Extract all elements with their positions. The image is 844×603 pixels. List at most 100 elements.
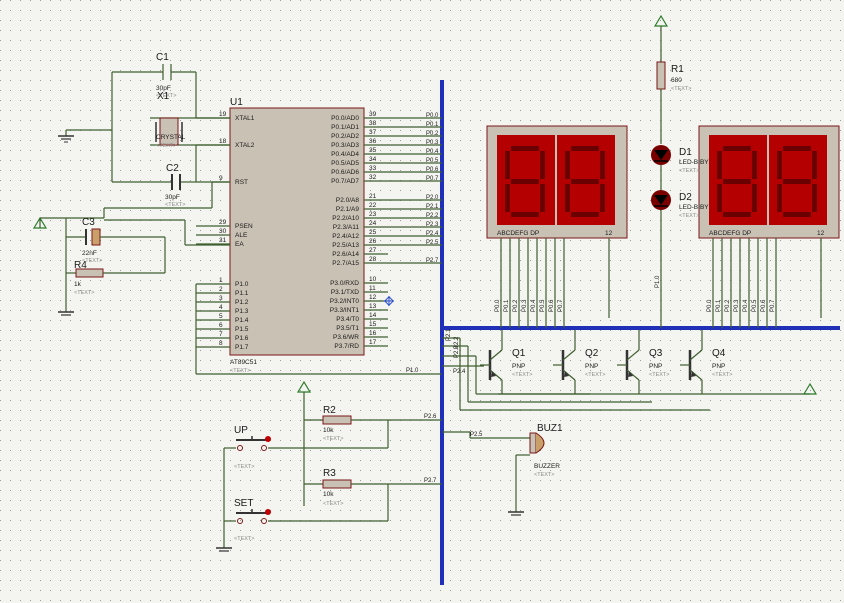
- net-label: P2.3: [426, 222, 439, 228]
- up-ref: UP: [234, 425, 248, 436]
- d2-ref: D2: [679, 192, 692, 203]
- net-label: P0.1: [426, 122, 439, 128]
- mcu-pin-number: 1: [219, 277, 223, 284]
- mcu-pin-label: P3.0/RXD: [330, 280, 359, 287]
- net-label: P2.4: [426, 231, 439, 237]
- c2-val: 30pF: [165, 194, 180, 201]
- net-label: P2.0: [426, 195, 439, 201]
- c2-ref: C2: [166, 163, 179, 174]
- svg-text:P1.0: P1.0: [406, 368, 419, 374]
- mcu-pin-number: 37: [369, 129, 377, 136]
- mcu-part: AT89C51: [230, 359, 257, 366]
- resistor-r1[interactable]: [656, 61, 666, 90]
- r1-ref: R1: [671, 64, 684, 75]
- mcu-u1[interactable]: U1 AT89C51 <TEXT> 19XTAL118XTAL29RST29PS…: [196, 97, 442, 374]
- svg-text:<TEXT>: <TEXT>: [156, 93, 176, 99]
- svg-text:<TEXT>: <TEXT>: [712, 372, 732, 378]
- mcu-pin-label: P2.7/A15: [332, 260, 359, 267]
- r2-val: 10k: [323, 427, 334, 434]
- oscillator-section: C1 30pF <TEXT> X1 CRYSTAL <TEXT> C2 30pF…: [58, 52, 230, 208]
- mcu-pin-number: 4: [219, 304, 223, 311]
- display-pin-labels: ABCDEFG DP: [497, 230, 539, 237]
- buzzer[interactable]: [529, 432, 537, 454]
- svg-text:P2.6: P2.6: [424, 414, 437, 420]
- net-label: P2.5: [426, 240, 439, 246]
- set-ref: SET: [234, 498, 253, 509]
- d1-ref: D1: [679, 147, 692, 158]
- mcu-pin-number: 23: [369, 211, 377, 218]
- net-label: P0.3: [426, 140, 439, 146]
- mcu-pin-label: P1.6: [235, 335, 249, 342]
- led-section: R1 680 <TEXT> D1 LED-BIBY <TEXT> D2 LED-…: [651, 14, 709, 328]
- resistor-r3[interactable]: [322, 479, 352, 489]
- d1-val: LED-BIBY: [679, 159, 709, 166]
- resistor-r2[interactable]: [322, 415, 352, 425]
- display-net-label: P0.5: [540, 299, 546, 312]
- mcu-pin-number: 18: [219, 138, 227, 145]
- mcu-pin-label: P2.1/A9: [336, 206, 360, 213]
- mcu-pin-label: P0.1/AD1: [331, 124, 359, 131]
- buzzer-val: BUZZER: [534, 463, 560, 470]
- mcu-pin-number: 24: [369, 220, 377, 227]
- mcu-pin-number: 33: [369, 165, 377, 172]
- transistor-wiring: P2.1 P2.2 P2.3 P2.4: [442, 328, 818, 411]
- transistor-ref: Q1: [512, 348, 526, 359]
- mcu-pin-label: EA: [235, 241, 244, 248]
- mcu-pin-number: 38: [369, 120, 377, 127]
- display-net-label: P0.7: [770, 299, 776, 312]
- mcu-pin-label: P1.4: [235, 317, 249, 324]
- display-net-label: P0.3: [734, 299, 740, 312]
- display-pin-12: 12: [817, 230, 825, 237]
- r1-val: 680: [671, 77, 682, 84]
- mcu-pin-label: P0.3/AD3: [331, 142, 359, 149]
- svg-text:<TEXT>: <TEXT>: [82, 258, 102, 264]
- svg-text:P2.7: P2.7: [424, 478, 437, 484]
- svg-text:<TEXT>: <TEXT>: [156, 143, 176, 149]
- svg-text:P2.3: P2.3: [454, 345, 460, 358]
- svg-text:<TEXT>: <TEXT>: [165, 202, 185, 208]
- mcu-pin-number: 30: [219, 228, 227, 235]
- net-label: P0.5: [426, 158, 439, 164]
- svg-text:<TEXT>: <TEXT>: [671, 86, 691, 92]
- svg-text:P2.2: P2.2: [454, 336, 460, 349]
- display-net-label: P0.2: [725, 299, 731, 312]
- svg-text:<TEXT>: <TEXT>: [234, 464, 254, 470]
- mcu-pin-number: 7: [219, 331, 223, 338]
- mcu-pin-number: 6: [219, 322, 223, 329]
- net-label: P0.0: [426, 113, 439, 119]
- crystal-x1[interactable]: [159, 117, 179, 146]
- mcu-pin-label: P3.6/WR: [333, 334, 359, 341]
- display-net-label: P0.5: [752, 299, 758, 312]
- mcu-pin-label: P2.2/A10: [332, 215, 359, 222]
- mcu-pin-number: 34: [369, 156, 377, 163]
- mcu-pin-number: 27: [369, 247, 377, 254]
- mcu-pin-label: P2.5/A13: [332, 242, 359, 249]
- mcu-pin-label: P0.5/AD5: [331, 160, 359, 167]
- display-net-label: P0.6: [549, 299, 555, 312]
- mcu-pin-label: P1.2: [235, 299, 249, 306]
- r4-ref: R4: [74, 260, 87, 271]
- x1-ref: X1: [157, 91, 170, 102]
- mcu-pin-label: P0.6/AD6: [331, 169, 359, 176]
- transistor-ref: Q3: [649, 348, 663, 359]
- display-net-label: P0.6: [761, 299, 767, 312]
- probe-marker[interactable]: [384, 296, 394, 306]
- svg-text:P2.4: P2.4: [453, 369, 466, 375]
- mcu-pin-number: 3: [219, 295, 223, 302]
- net-label: P2.1: [426, 204, 439, 210]
- mcu-pin-number: 12: [369, 294, 377, 301]
- mcu-pin-number: 32: [369, 174, 377, 181]
- mcu-pin-number: 29: [219, 219, 227, 226]
- mcu-ref: U1: [230, 97, 243, 108]
- mcu-pin-number: 17: [369, 339, 377, 346]
- r3-ref: R3: [323, 468, 336, 479]
- svg-text:<TEXT>: <TEXT>: [512, 372, 532, 378]
